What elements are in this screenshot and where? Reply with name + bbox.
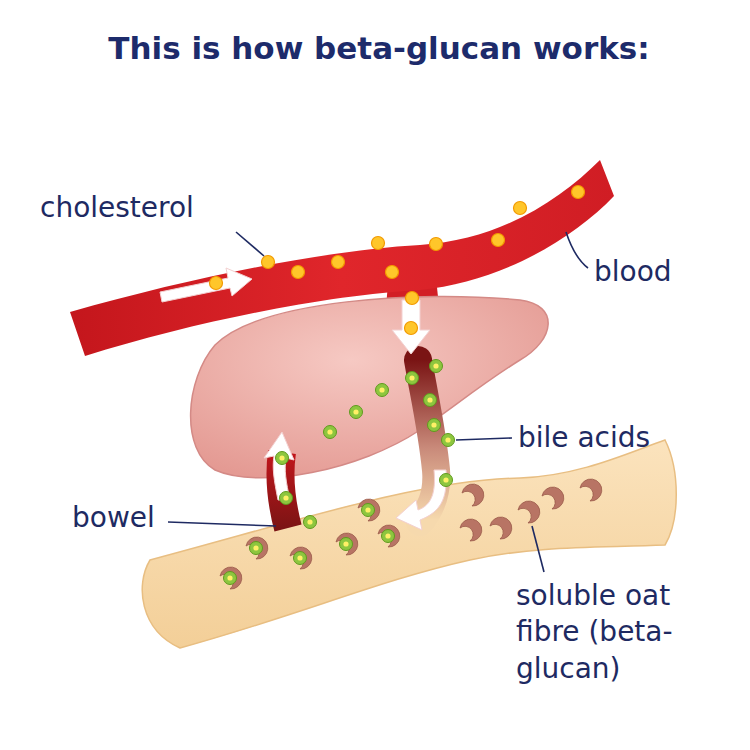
liver bbox=[191, 296, 549, 477]
oat-fibre-particles bbox=[220, 479, 602, 589]
bile-acids-label: bile acids bbox=[518, 420, 650, 456]
bowel-label: bowel bbox=[72, 500, 155, 536]
cholesterol-particles bbox=[210, 186, 585, 335]
oat-fibre-label: soluble oat fibre (beta-glucan) bbox=[516, 578, 726, 687]
diagram-title: This is how beta-glucan works: bbox=[4, 30, 750, 66]
flow-arrows bbox=[160, 268, 446, 530]
blood-label: blood bbox=[594, 254, 672, 290]
cholesterol-label: cholesterol bbox=[40, 190, 194, 226]
leader-lines bbox=[168, 232, 588, 572]
bile-acid-particles bbox=[276, 360, 455, 529]
